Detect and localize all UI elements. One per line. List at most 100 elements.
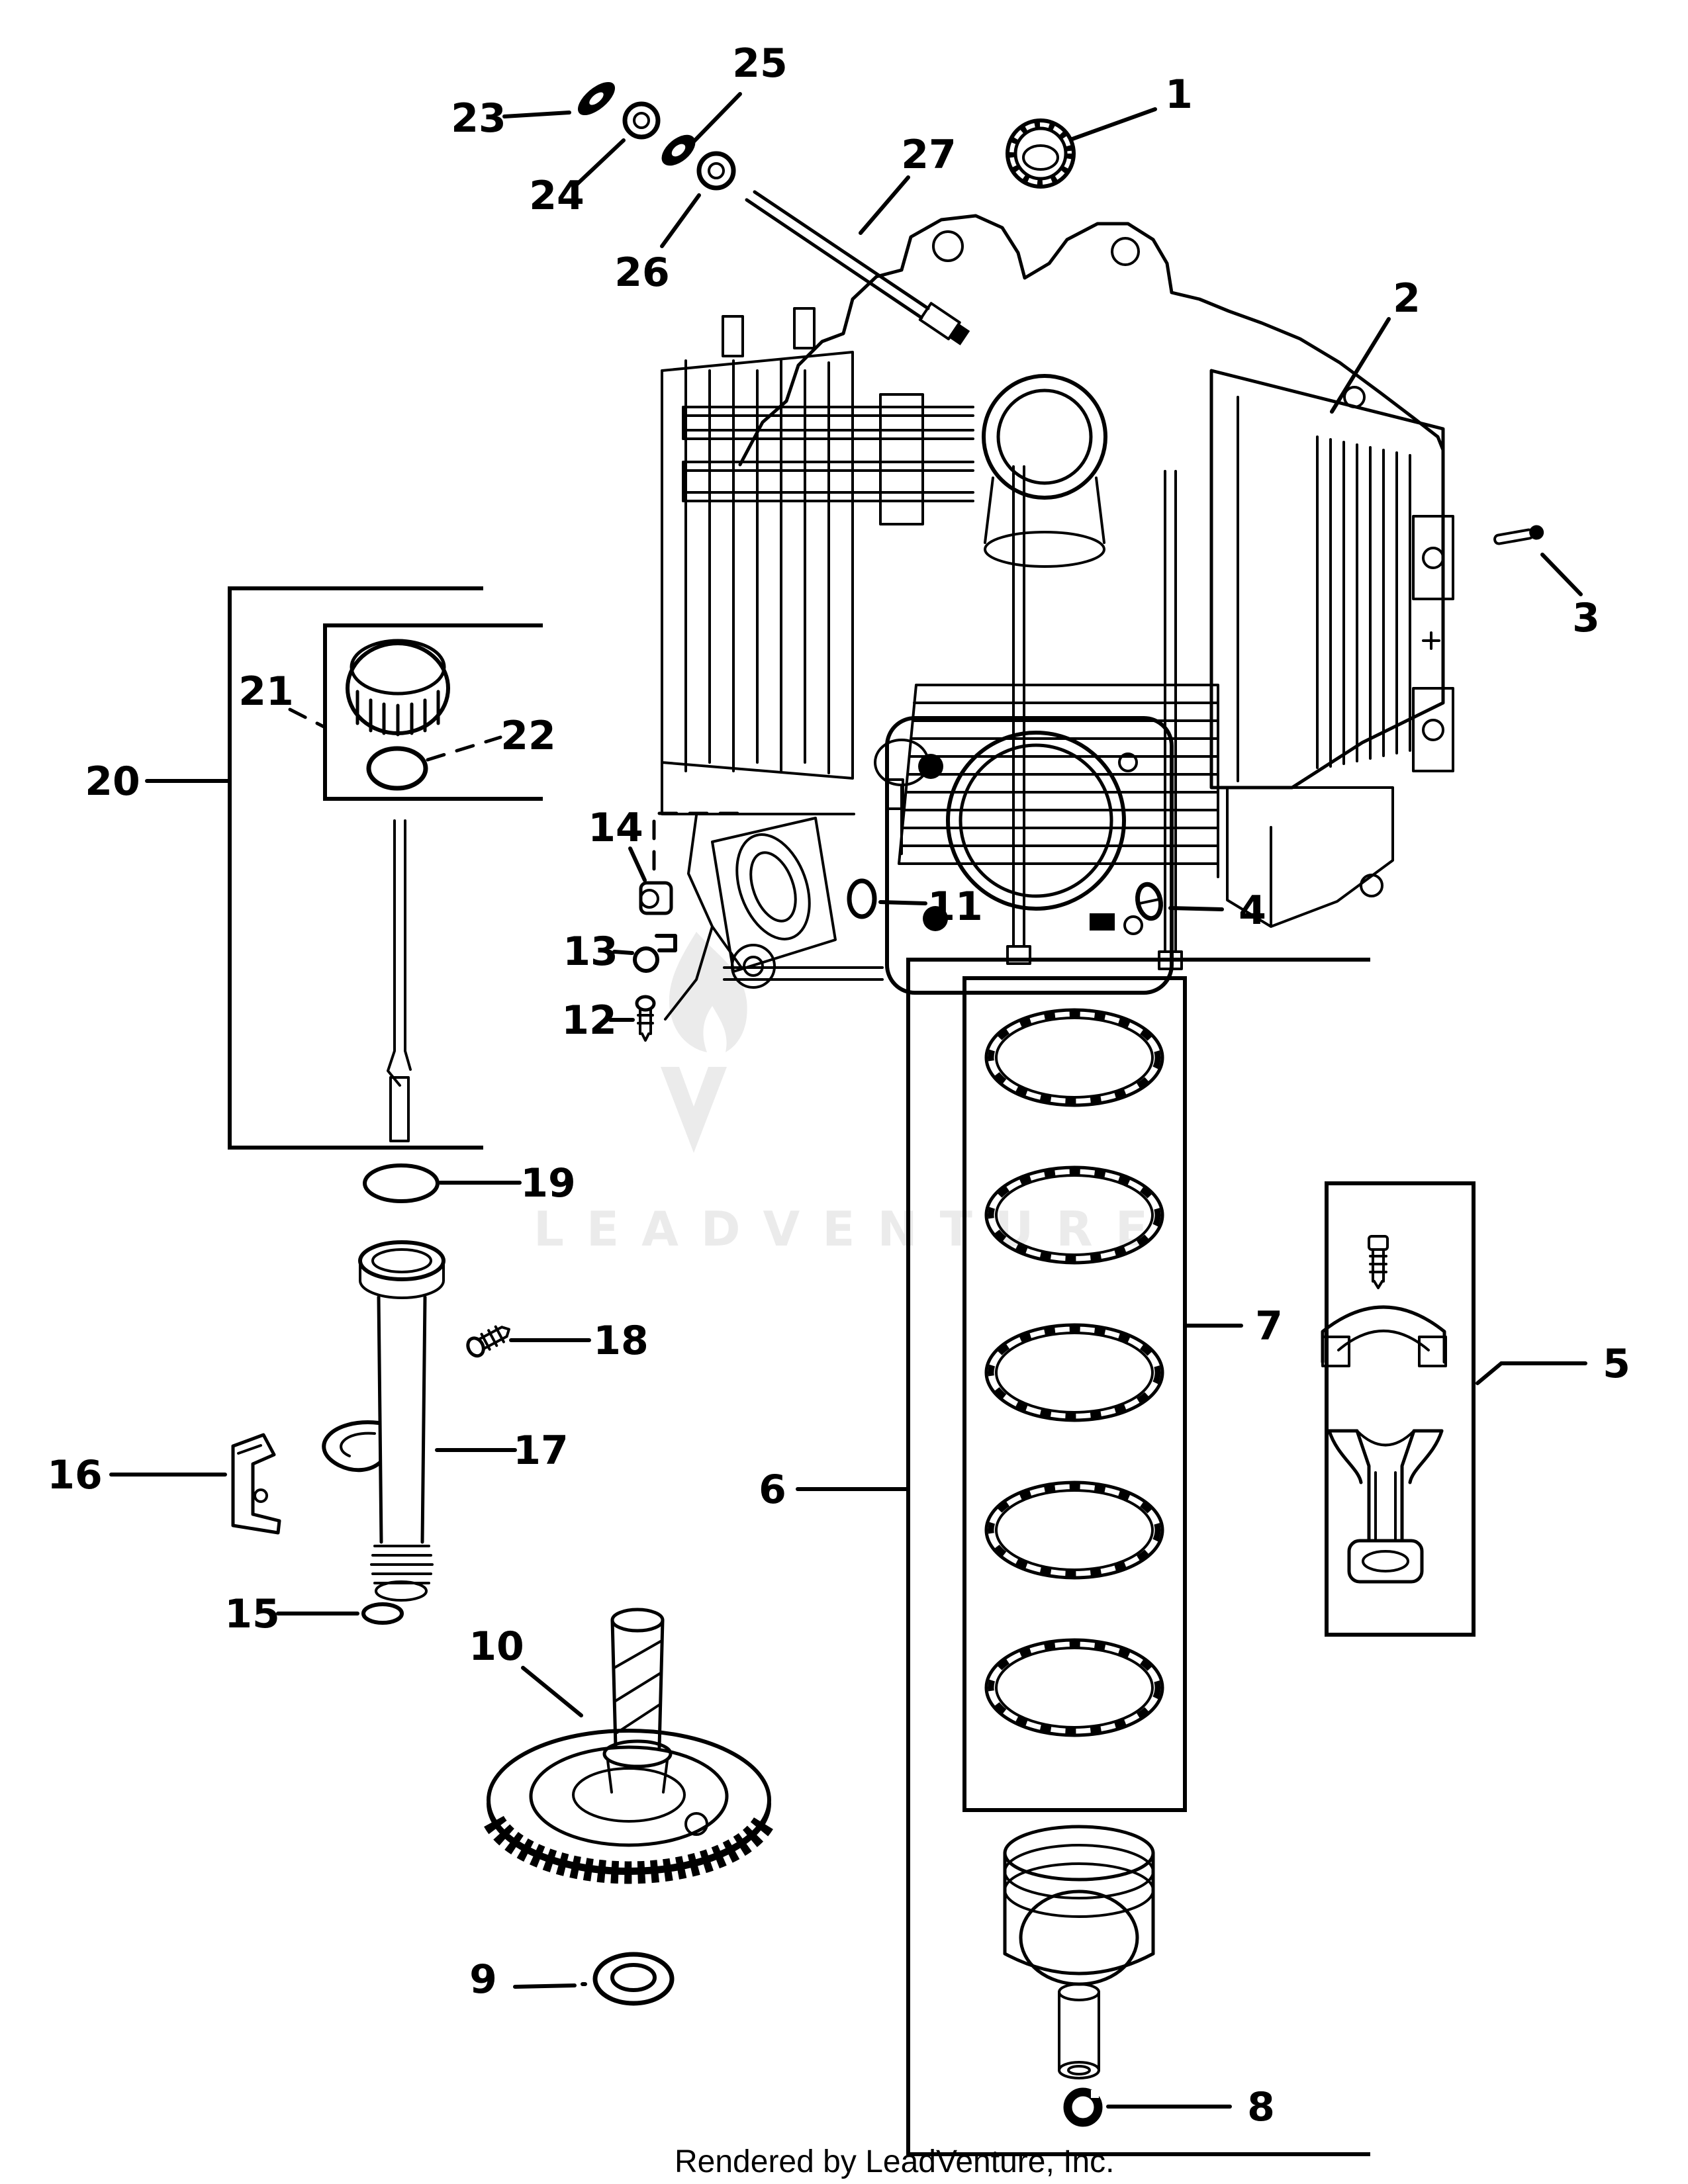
part-label-9: 9	[469, 1956, 497, 2003]
leader-10	[521, 1666, 583, 1717]
intake-elbow	[664, 814, 743, 1021]
dipstick-blade	[387, 819, 412, 1142]
leader-25	[689, 92, 742, 146]
part-label-15: 15	[224, 1591, 280, 1637]
intake-base-lines	[723, 966, 884, 981]
callout-numbers: 1 2 3 4 5 6 7 8 9 10 11 12 13 14 15 16 1…	[47, 40, 1630, 2130]
leader-9	[513, 1982, 587, 1989]
mounting-lug	[1412, 515, 1454, 600]
cylinder-fins	[898, 684, 1219, 878]
bracket-16	[231, 1433, 281, 1535]
stud-cap	[793, 307, 816, 349]
cylinder-bore-inner	[959, 743, 1113, 898]
leader-2	[1330, 317, 1391, 414]
piston	[1003, 1825, 1155, 1986]
rod-bolt	[1368, 1235, 1389, 1289]
leader-3	[1540, 553, 1583, 596]
leader-27	[859, 175, 910, 235]
bolt-hole	[932, 230, 964, 262]
part-label-26: 26	[614, 250, 670, 296]
flange-notch	[1090, 913, 1115, 931]
oil-cap-21	[346, 639, 450, 737]
mounting-lug	[1412, 687, 1454, 772]
wrist-pin	[1058, 1983, 1100, 2079]
right-case-fins	[1237, 396, 1411, 782]
bolt-hole	[1111, 237, 1140, 266]
stud-cap	[722, 315, 744, 357]
piston-rings	[984, 1008, 1164, 1737]
leader-11	[878, 900, 927, 905]
o-ring-15	[361, 1602, 404, 1625]
piston-ring	[984, 1480, 1164, 1580]
plug-4	[1135, 882, 1163, 921]
connecting-rod	[1327, 1429, 1444, 1584]
piston-ring	[984, 1008, 1164, 1107]
o-ring-11	[847, 878, 877, 919]
crankcase-block-drawing	[661, 214, 1454, 1021]
flame-icon	[669, 932, 747, 1052]
intake-port	[735, 833, 811, 940]
part-label-11: 11	[927, 884, 983, 930]
leader-22	[426, 735, 502, 762]
part-label-25: 25	[732, 40, 788, 87]
case-foot	[1226, 786, 1394, 928]
piston-ring	[984, 1165, 1164, 1265]
group-box-21-22	[323, 623, 543, 801]
group-box-20	[228, 586, 483, 1150]
leader-5	[1476, 1361, 1587, 1385]
leader-23	[502, 111, 571, 118]
flange-bolt-hole	[923, 906, 948, 931]
flange-bolt-hole	[1123, 915, 1143, 935]
part-label-18: 18	[593, 1318, 649, 1364]
leader-26	[660, 193, 701, 248]
part-label-10: 10	[469, 1623, 524, 1670]
rod-guide-block	[879, 393, 924, 525]
part-label-3: 3	[1572, 595, 1600, 641]
o-ring-19	[363, 1163, 440, 1203]
washer-9	[592, 1952, 675, 2006]
piston-ring	[984, 1323, 1164, 1422]
clip-14	[639, 881, 673, 915]
part-label-22: 22	[500, 713, 556, 759]
ring-box-7	[962, 976, 1187, 1812]
part-label-21: 21	[238, 668, 294, 715]
fill-tube-17	[322, 1240, 445, 1602]
lug-hole	[1422, 547, 1444, 569]
leader-4	[1168, 906, 1224, 911]
hook-clip-13	[633, 934, 677, 973]
v-logo-icon	[661, 1067, 727, 1153]
leadventure-watermark: LEADVENTURE	[534, 932, 1170, 1257]
part-label-5: 5	[1603, 1341, 1630, 1387]
flange-bolt-hole	[1118, 752, 1138, 772]
footer-credit: Rendered by LeadVenture, Inc.	[675, 2144, 1114, 2179]
fill-neck-outer	[982, 374, 1107, 500]
part-label-27: 27	[901, 132, 957, 178]
watermark-text: LEADVENTURE	[534, 1201, 1170, 1257]
part-label-14: 14	[588, 805, 643, 851]
leader-1	[1070, 107, 1157, 141]
leader-lines	[109, 92, 1587, 2109]
vertical-studs	[1012, 465, 1177, 953]
fill-neck-base	[984, 531, 1105, 568]
screw-12	[635, 995, 656, 1042]
camshaft-10	[484, 1608, 774, 1884]
foot-hole	[1360, 874, 1383, 897]
lug-hole	[1422, 719, 1444, 741]
part-label-16: 16	[47, 1452, 103, 1498]
piston-ring	[984, 1638, 1164, 1737]
cylinder-bore-outer	[946, 731, 1126, 911]
left-cooling-fins	[661, 351, 855, 815]
circlip-8	[1063, 2087, 1103, 2127]
rod-box-5	[1325, 1181, 1476, 1637]
stud-foot	[1006, 945, 1031, 965]
head-stud-rods	[682, 406, 974, 502]
breather-tube-27	[745, 190, 970, 345]
part-label-19: 19	[520, 1160, 576, 1206]
part-label-2: 2	[1393, 275, 1421, 322]
intake-plate	[711, 817, 837, 973]
leader-24	[575, 138, 626, 186]
washer-25	[661, 134, 696, 166]
part-label-12: 12	[561, 997, 617, 1044]
